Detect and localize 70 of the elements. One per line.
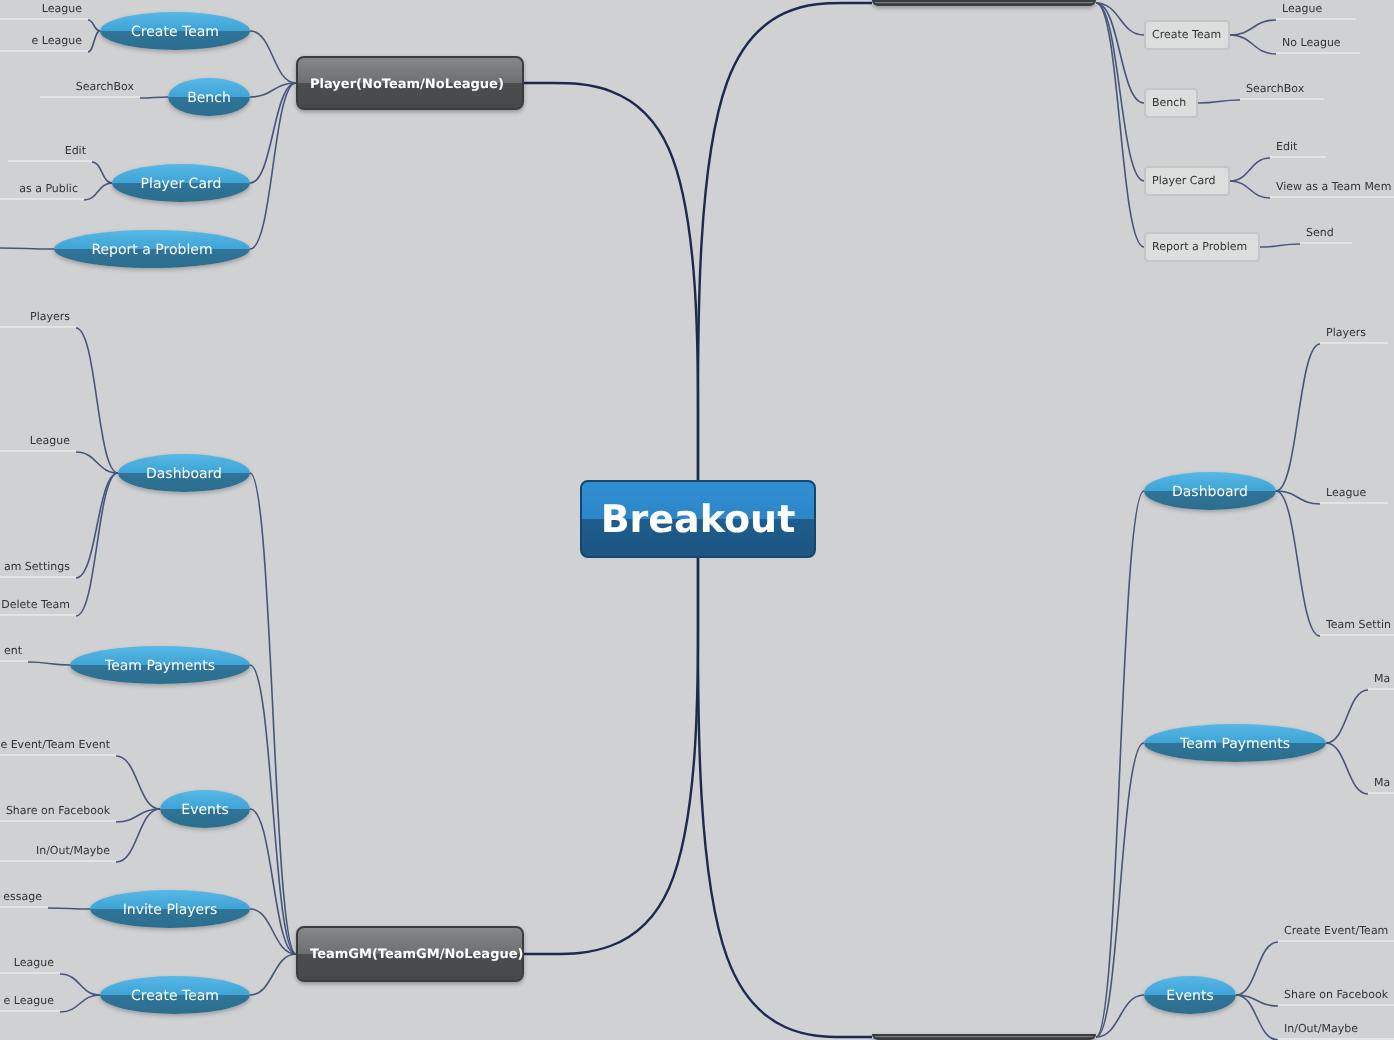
- topic-box: [1144, 232, 1260, 262]
- connector-line: [27, 661, 71, 666]
- topic-ellipse: [1144, 976, 1236, 1014]
- connector-line: [115, 808, 161, 823]
- connector-line: [249, 82, 297, 98]
- connector-line: [91, 161, 113, 184]
- empty-topic-box: [872, 1034, 1096, 1040]
- main-topic-box: [296, 926, 524, 982]
- connector-line: [1229, 157, 1271, 182]
- connector-line: [249, 953, 297, 996]
- connector-line: [1229, 34, 1277, 55]
- topic-ellipse: [100, 976, 250, 1014]
- connector-line: [1095, 994, 1145, 1038]
- connector-line: [249, 30, 297, 84]
- connector-line: [249, 82, 297, 184]
- empty-topic-box: [872, 0, 1096, 6]
- connector-line: [249, 808, 297, 955]
- connector-line: [75, 472, 119, 617]
- main-topic-box: [296, 56, 524, 110]
- connector-line: [1095, 742, 1145, 1038]
- connector-line: [87, 30, 101, 53]
- topic-ellipse: [160, 790, 250, 828]
- connector-line: [1235, 941, 1279, 996]
- connector-line: [75, 451, 119, 474]
- connector-line: [1229, 19, 1277, 36]
- topic-ellipse: [70, 646, 250, 684]
- connector-line: [1275, 343, 1321, 492]
- connector-line: [47, 907, 91, 910]
- connector-line: [87, 19, 101, 32]
- topic-ellipse: [1144, 472, 1276, 510]
- connector-line: [139, 96, 169, 99]
- connector-line: [1095, 490, 1145, 1038]
- topic-ellipse: [54, 230, 250, 268]
- connector-line: [1095, 2, 1145, 182]
- topic-ellipse: [100, 12, 250, 50]
- connector-line: [1095, 2, 1145, 104]
- topic-box: [1144, 88, 1198, 118]
- connector-line: [115, 755, 161, 810]
- connector-line: [249, 82, 297, 250]
- topic-ellipse: [118, 454, 250, 492]
- connector-line: [1275, 490, 1321, 637]
- topic-ellipse: [112, 164, 250, 202]
- topic-box: [1144, 20, 1230, 50]
- connector-line: [1095, 2, 1145, 248]
- topic-ellipse: [168, 78, 250, 116]
- connector-line: [1229, 180, 1271, 199]
- connector-line: [249, 908, 297, 955]
- connector-line: [696, 1, 872, 480]
- connector-line: [59, 994, 101, 1013]
- connector-line: [1325, 689, 1369, 744]
- central-topic: [580, 480, 816, 558]
- topic-box: [1144, 166, 1230, 196]
- central-topic-title: Breakout: [600, 497, 796, 541]
- connector-line: [83, 182, 113, 201]
- connector-line: [1235, 994, 1279, 1040]
- connector-line: [59, 973, 101, 996]
- connector-line: [1197, 99, 1241, 104]
- connector-line: [1325, 742, 1369, 795]
- connector-line: [115, 808, 161, 863]
- connector-line: [0, 247, 55, 250]
- connector-line: [696, 558, 872, 1039]
- connector-line: [1275, 490, 1321, 505]
- connector-line: [1259, 243, 1301, 248]
- connector-line: [1095, 2, 1145, 36]
- connector-line: [249, 472, 297, 955]
- topic-ellipse: [1144, 724, 1326, 762]
- connector-line: [75, 327, 119, 474]
- connector-line: [249, 664, 297, 955]
- topic-ellipse: [90, 890, 250, 928]
- connector-line: [1235, 994, 1279, 1007]
